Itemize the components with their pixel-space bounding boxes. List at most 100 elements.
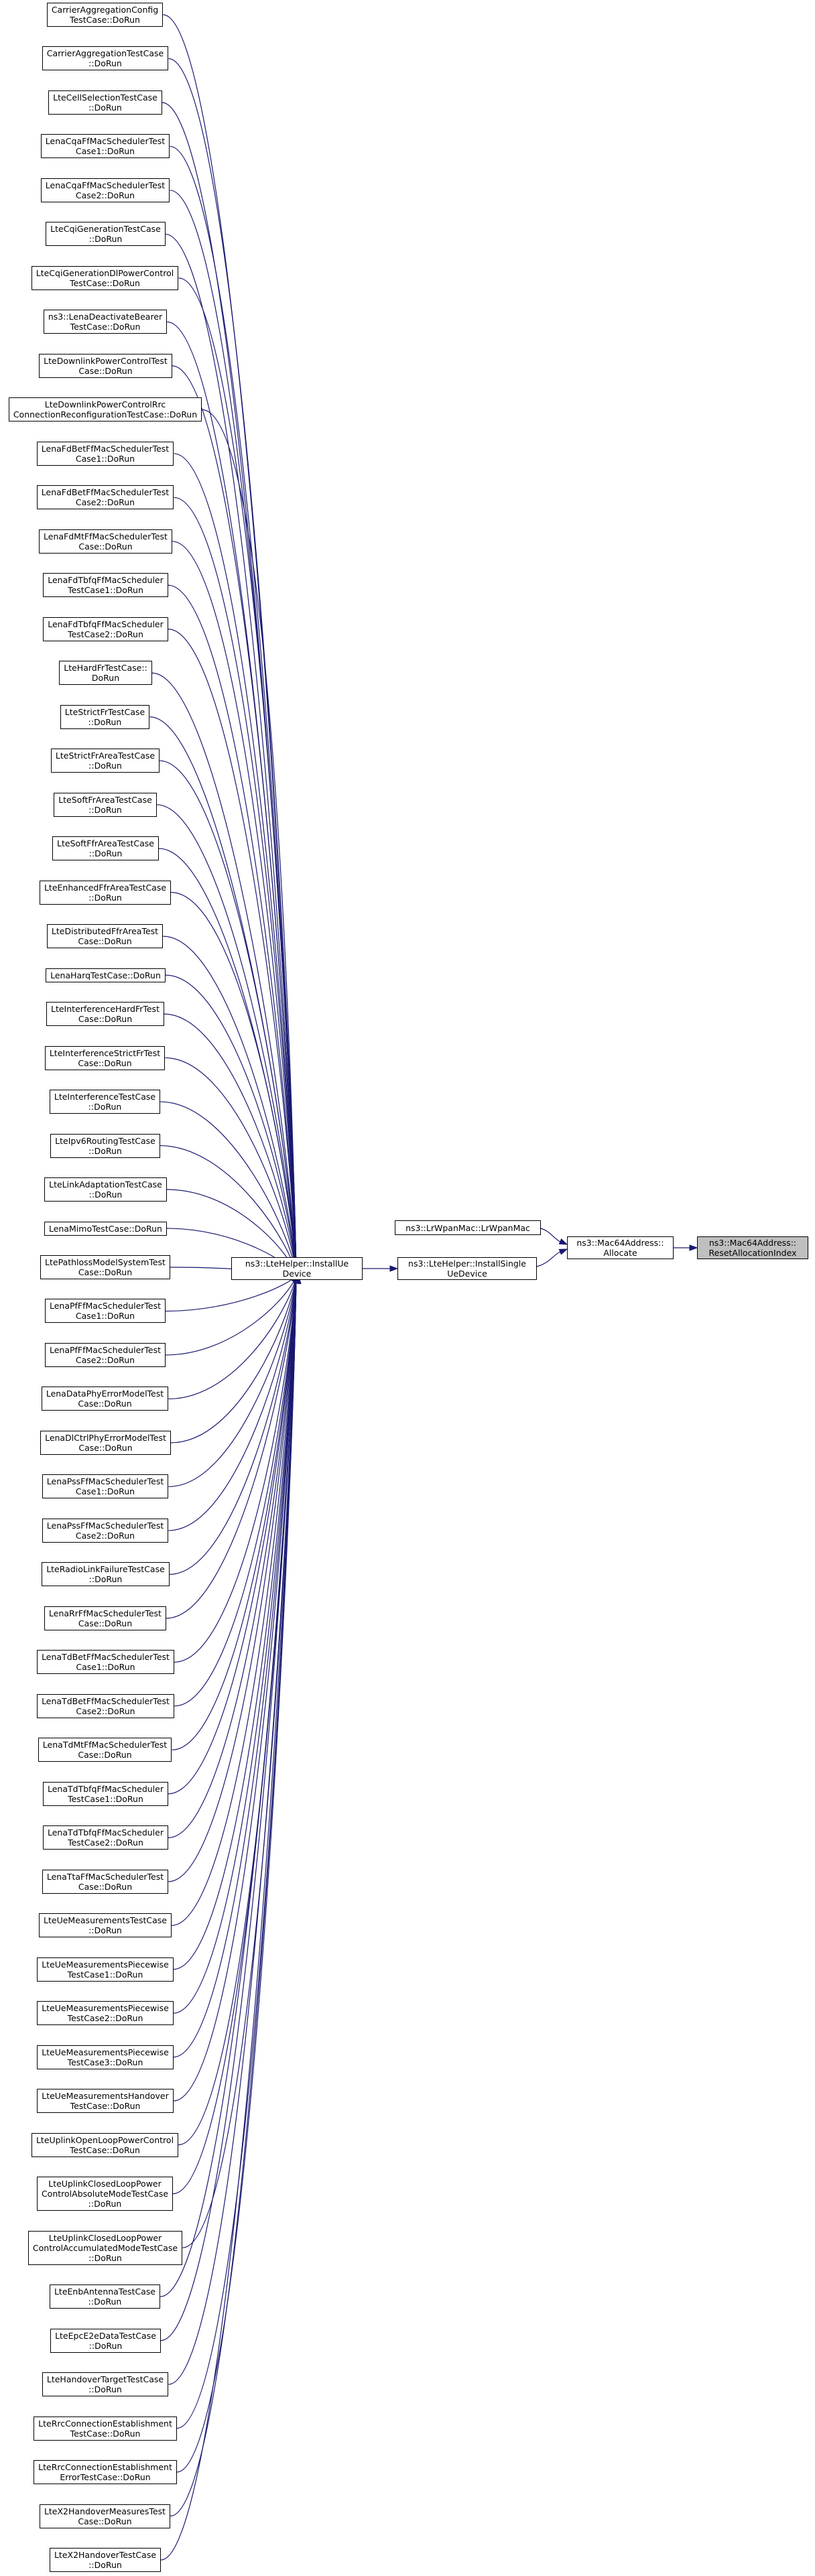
caller-node-label: LteUeMeasurementsPiecewise [42, 1959, 169, 1970]
node-ltehelper-install-ue-device[interactable]: ns3::LteHelper::InstallUe Device [231, 1257, 363, 1280]
edge-caller-43 [168, 1275, 297, 1882]
edge-caller-23 [164, 1013, 297, 1276]
caller-node-lteenbantennatestcase-dorun[interactable]: LteEnbAntennaTestCase::DoRun [50, 2284, 160, 2309]
caller-node-label: ::DoRun [88, 805, 122, 815]
edge-caller-25 [160, 1101, 297, 1276]
caller-node-label: ::DoRun [88, 1189, 123, 1200]
caller-node-label: DoRun [91, 673, 120, 683]
caller-node-ltehardfrtestcase-dorun[interactable]: LteHardFrTestCase::DoRun [59, 661, 152, 685]
edge-caller-37 [166, 1275, 297, 1619]
caller-node-label: LteHardFrTestCase:: [64, 663, 147, 673]
node-mac64address-allocate[interactable]: ns3::Mac64Address:: Allocate [567, 1236, 674, 1259]
caller-node-label: ::DoRun [88, 893, 122, 903]
edge-caller-21 [163, 936, 297, 1276]
caller-node-carrieraggregationtestcase-dorun[interactable]: CarrierAggregationTestCase::DoRun [42, 46, 168, 70]
edge-caller-58 [161, 1275, 297, 2561]
caller-node-label: ::DoRun [88, 2560, 122, 2570]
caller-node-label: ::DoRun [88, 58, 122, 68]
caller-node-label: TestCase2::DoRun [67, 2013, 143, 2023]
caller-node-label: TestCase::DoRun [70, 15, 140, 25]
caller-node-ltestrictfrareatestcase-dorun[interactable]: LteStrictFrAreaTestCase::DoRun [51, 749, 160, 773]
caller-node-ltesoftffrareatestcase-dorun[interactable]: LteSoftFfrAreaTestCase::DoRun [52, 836, 159, 860]
caller-node-lteuemeasurementstestcase-dorun[interactable]: LteUeMeasurementsTestCase::DoRun [39, 1913, 172, 1937]
caller-node-ltesoftfrareatestcase-dorun[interactable]: LteSoftFrAreaTestCase::DoRun [54, 793, 157, 817]
caller-node-label: LteX2HandoverMeasuresTest [44, 2506, 166, 2516]
caller-node-label: LteUeMeasurementsHandover [42, 2091, 169, 2101]
caller-node-lenaharqtestcase-dorun[interactable]: LenaHarqTestCase::DoRun [46, 968, 166, 982]
caller-node-label: LenaRrFfMacSchedulerTest [49, 1608, 162, 1618]
edge-caller-14 [168, 629, 297, 1276]
caller-node-lteinterferencetestcase-dorun[interactable]: LteInterferenceTestCase::DoRun [50, 1090, 160, 1114]
caller-node-lenamimotestcase-dorun[interactable]: LenaMimoTestCase::DoRun [44, 1222, 167, 1236]
caller-node-label: ::DoRun [88, 2297, 122, 2307]
caller-node-lteepce2edatatestcase-dorun[interactable]: LteEpcE2eDataTestCase::DoRun [50, 2329, 161, 2353]
node-ltehelper-install-single-ue-device[interactable]: ns3::LteHelper::InstallSingle UeDevice [397, 1257, 537, 1280]
caller-node-label: ::DoRun [88, 1574, 123, 1584]
caller-node-label: TestCase3::DoRun [67, 2057, 143, 2067]
caller-node-ltelinkadaptationtestcase-dorun[interactable]: LteLinkAdaptationTestCase::DoRun [44, 1177, 167, 1202]
caller-node-lteenhancedffrareatestcase-dorun[interactable]: LteEnhancedFfrAreaTestCase::DoRun [40, 881, 171, 905]
edge-caller-17 [160, 760, 297, 1276]
edge-caller-44 [171, 1275, 297, 1926]
caller-node-label: TestCase::DoRun [70, 2101, 141, 2111]
caller-node-ltecellselectiontestcase-dorun[interactable]: LteCellSelectionTestCase::DoRun [48, 90, 162, 115]
caller-node-label: Case::DoRun [78, 1058, 132, 1068]
caller-node-lteipv6routingtestcase-dorun[interactable]: LteIpv6RoutingTestCase::DoRun [50, 1134, 160, 1158]
caller-node-lteradiolinkfailuretestcase-dorun[interactable]: LteRadioLinkFailureTestCase::DoRun [42, 1562, 170, 1586]
edge-caller-19 [158, 848, 297, 1276]
caller-node-ltehandovertargettestcase-dorun[interactable]: LteHandoverTargetTestCase::DoRun [42, 2372, 168, 2396]
edge-caller-39 [174, 1275, 297, 1707]
node-lrwpanmac-constructor[interactable]: ns3::LrWpanMac::LrWpanMac [395, 1220, 541, 1235]
caller-node-ltex2handovertestcase-dorun[interactable]: LteX2HandoverTestCase::DoRun [50, 2548, 161, 2572]
caller-node-label: LteStrictFrAreaTestCase [55, 751, 155, 761]
caller-node-label: ns3::LenaDeactivateBearer [48, 312, 163, 322]
caller-node-ltestrictfrtestcase-dorun[interactable]: LteStrictFrTestCase::DoRun [60, 705, 149, 729]
caller-node-ltecqigenerationtestcase-dorun[interactable]: LteCqiGenerationTestCase::DoRun [46, 222, 166, 246]
edge-caller-35 [168, 1275, 297, 1531]
caller-node-label: LenaFdBetFfMacSchedulerTest [41, 444, 170, 454]
caller-node-label: TestCase2::DoRun [68, 629, 143, 639]
edge-caller-30 [166, 1275, 297, 1312]
caller-node-label: Case::DoRun [78, 541, 133, 552]
